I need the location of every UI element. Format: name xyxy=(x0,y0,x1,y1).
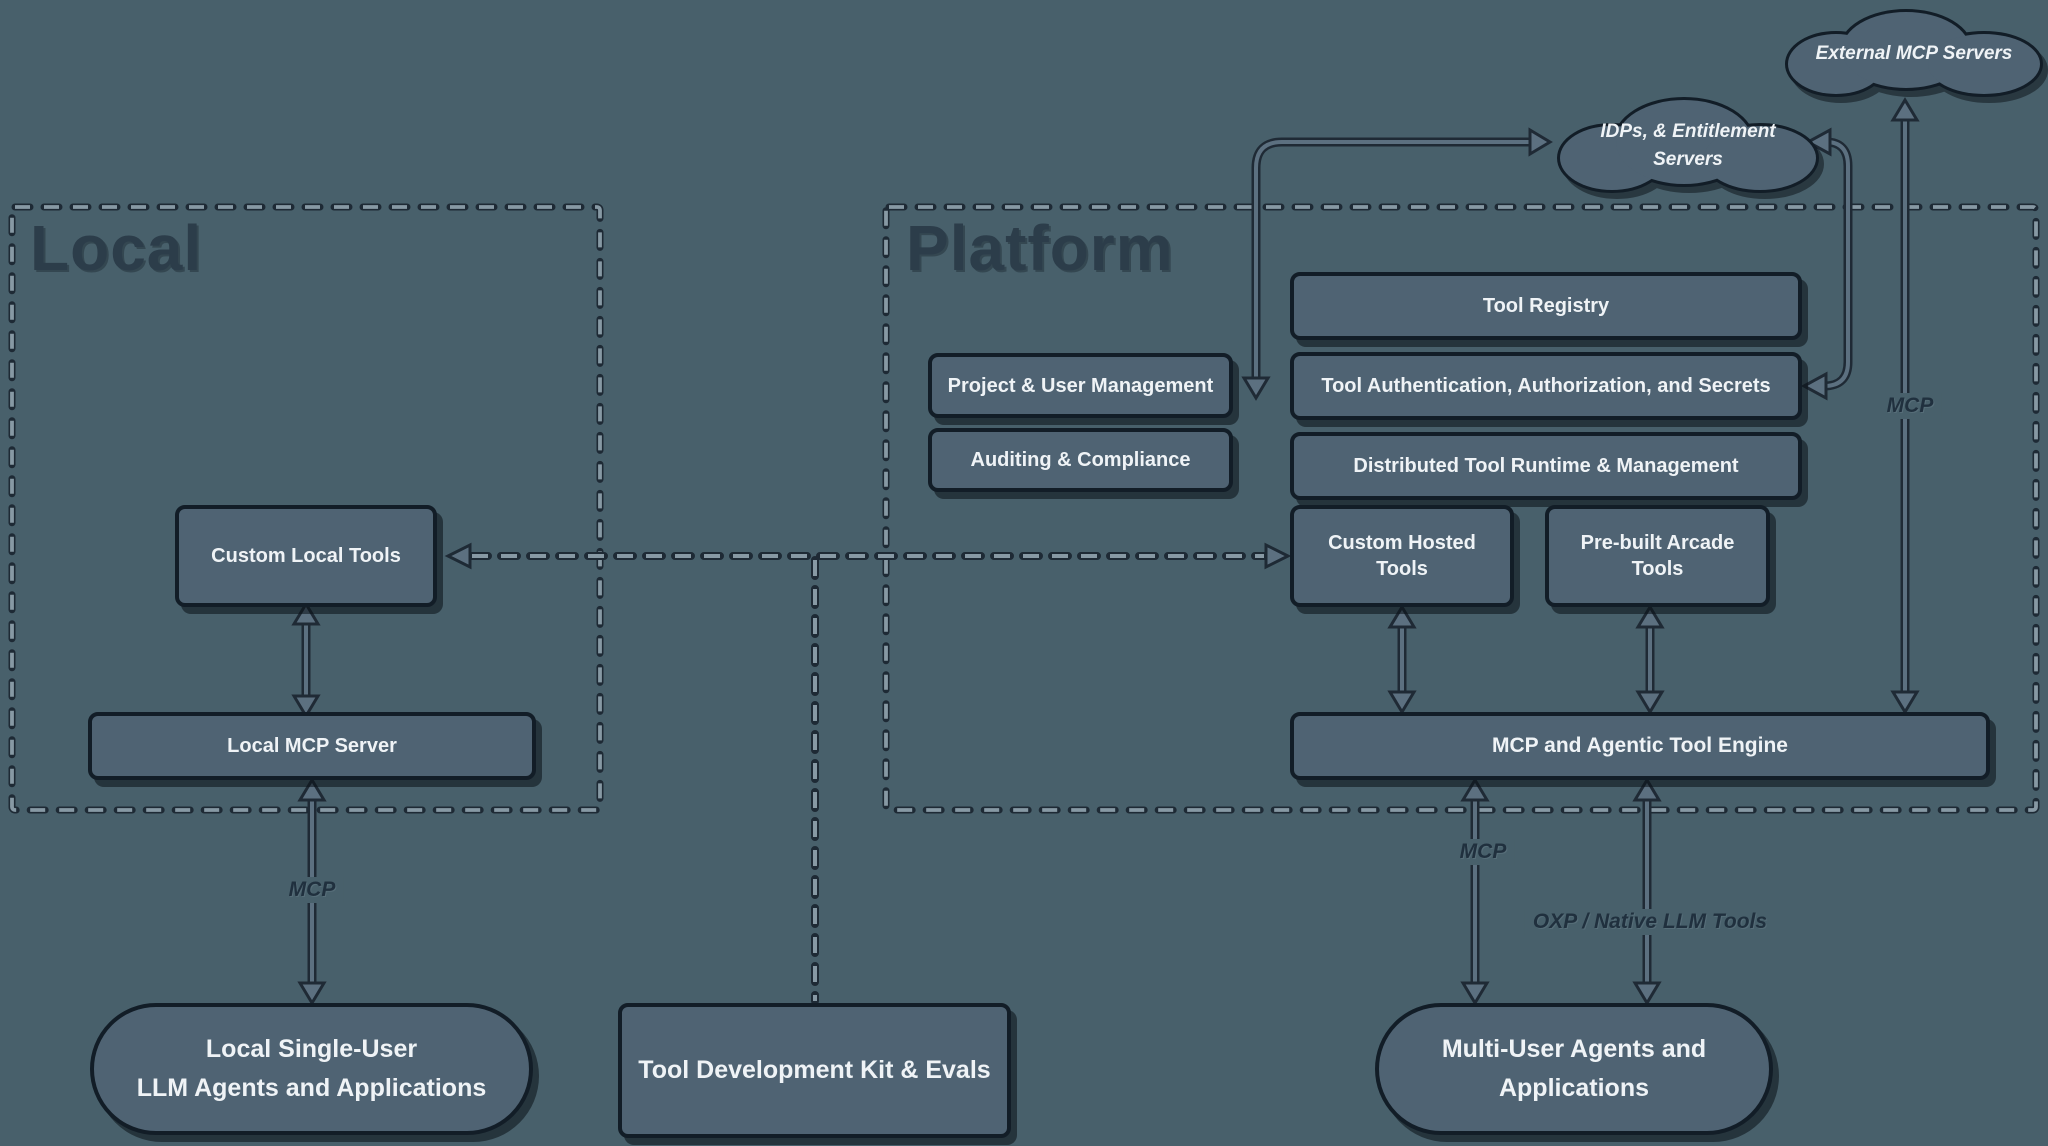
arrow-platform-idps-left xyxy=(1241,127,1553,401)
arrow-customlocal-localmcp xyxy=(291,601,321,719)
node-custom-local-tools: Custom Local Tools xyxy=(175,505,437,607)
cloud-external-label: External MCP Servers xyxy=(1815,43,2013,65)
cloud-idps-label-text: IDPs, & Entitlement Servers xyxy=(1600,121,1776,170)
arrow-prebuilt-engine xyxy=(1635,604,1665,715)
arrow-idps-toolauth-right xyxy=(1800,127,1853,401)
node-distributed-runtime: Distributed Tool Runtime & Management xyxy=(1290,432,1802,500)
edge-label-oxp-native-llm-tools: OXP / Native LLM Tools xyxy=(1524,909,1776,935)
node-auditing-compliance: Auditing & Compliance xyxy=(928,428,1233,492)
edge-label-mcp-external: MCP xyxy=(1878,393,1942,419)
platform-section-title: Platform xyxy=(906,212,1174,284)
arrow-engine-multiuser-oxp xyxy=(1632,777,1662,1006)
node-tool-authentication: Tool Authentication, Authorization, and … xyxy=(1290,352,1802,420)
dashed-edge-local-hosted xyxy=(444,542,1292,570)
arrow-hosted-engine xyxy=(1387,604,1417,715)
multi-user-line1: Multi-User Agents and xyxy=(1441,1035,1707,1064)
node-tool-registry: Tool Registry xyxy=(1290,272,1802,340)
local-section-title: Local xyxy=(30,212,203,284)
edge-label-mcp-engine: MCP xyxy=(1451,839,1515,865)
node-tool-development-kit: Tool Development Kit & Evals xyxy=(618,1003,1011,1138)
arrow-engine-multiuser-mcp xyxy=(1460,777,1490,1006)
node-prebuilt-arcade-tools: Pre-built Arcade Tools xyxy=(1545,505,1770,607)
local-section-border xyxy=(8,203,604,814)
node-local-mcp-server: Local MCP Server xyxy=(88,712,536,780)
platform-section-border xyxy=(882,203,2040,814)
edge-label-mcp-local: MCP xyxy=(280,877,344,903)
cloud-external-mcp-servers: External MCP Servers xyxy=(1780,4,2048,104)
cloud-idps-entitlement-servers: IDPs, & Entitlement Servers xyxy=(1552,92,1824,200)
cloud-idps-label: IDPs, & Entitlement Servers xyxy=(1552,92,1824,200)
node-local-single-user-agents: Local Single-User LLM Agents and Applica… xyxy=(90,1003,533,1135)
local-agents-line2: LLM Agents and Applications xyxy=(136,1074,487,1102)
node-project-user-management: Project & User Management xyxy=(928,353,1233,418)
multi-user-line2: Applications xyxy=(1498,1074,1649,1102)
cloud-shape xyxy=(1557,97,1819,193)
node-custom-hosted-tools: Custom Hosted Tools xyxy=(1290,505,1514,607)
node-multi-user-agents: Multi-User Agents and Applications xyxy=(1375,1003,1773,1135)
cloud-shape xyxy=(1785,9,2043,97)
local-agents-line1: Local Single-User xyxy=(205,1035,418,1064)
node-mcp-agentic-tool-engine: MCP and Agentic Tool Engine xyxy=(1290,712,1990,780)
